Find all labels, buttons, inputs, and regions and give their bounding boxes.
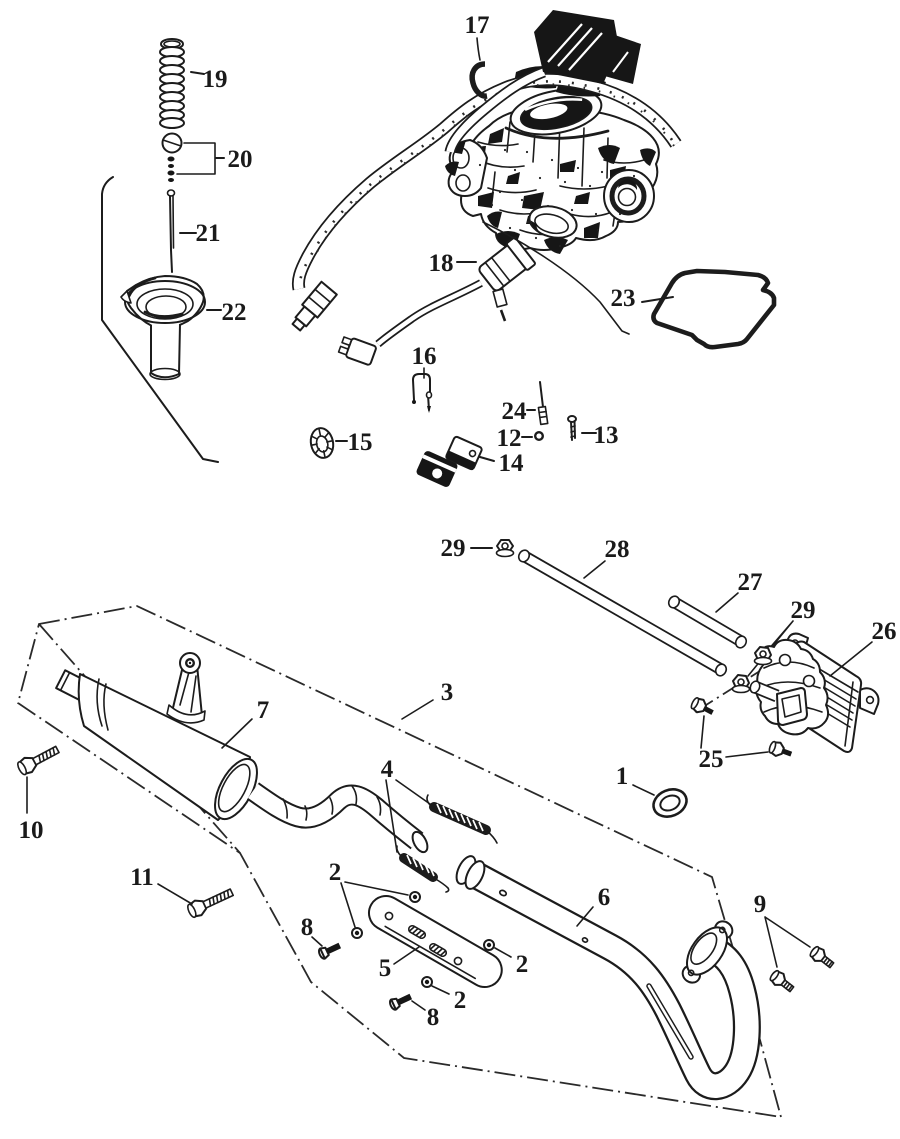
svg-text:12: 12: [497, 425, 522, 452]
svg-text:3: 3: [441, 679, 454, 706]
svg-text:27: 27: [738, 569, 763, 596]
svg-text:14: 14: [499, 450, 525, 477]
svg-text:22: 22: [222, 299, 247, 326]
svg-text:5: 5: [379, 955, 392, 982]
svg-text:7: 7: [257, 697, 270, 724]
svg-text:11: 11: [130, 864, 154, 891]
svg-text:24: 24: [502, 398, 528, 425]
svg-text:2: 2: [516, 951, 529, 978]
svg-text:23: 23: [611, 285, 636, 312]
svg-text:18: 18: [429, 250, 454, 277]
svg-text:4: 4: [381, 756, 394, 783]
svg-text:26: 26: [872, 618, 897, 645]
svg-text:28: 28: [605, 536, 630, 563]
svg-text:13: 13: [594, 422, 619, 449]
svg-text:20: 20: [228, 146, 253, 173]
svg-text:25: 25: [699, 746, 724, 773]
svg-text:6: 6: [598, 884, 611, 911]
svg-text:16: 16: [412, 343, 437, 370]
svg-text:19: 19: [203, 66, 228, 93]
svg-text:2: 2: [329, 859, 342, 886]
svg-text:29: 29: [791, 597, 816, 624]
svg-text:29: 29: [441, 535, 466, 562]
svg-text:9: 9: [754, 891, 767, 918]
svg-text:2: 2: [454, 987, 467, 1014]
svg-text:21: 21: [196, 220, 221, 247]
svg-text:8: 8: [301, 914, 314, 941]
svg-text:15: 15: [348, 429, 373, 456]
svg-text:10: 10: [19, 817, 44, 844]
svg-text:1: 1: [616, 763, 629, 790]
svg-text:17: 17: [465, 12, 490, 39]
svg-text:8: 8: [427, 1004, 440, 1031]
